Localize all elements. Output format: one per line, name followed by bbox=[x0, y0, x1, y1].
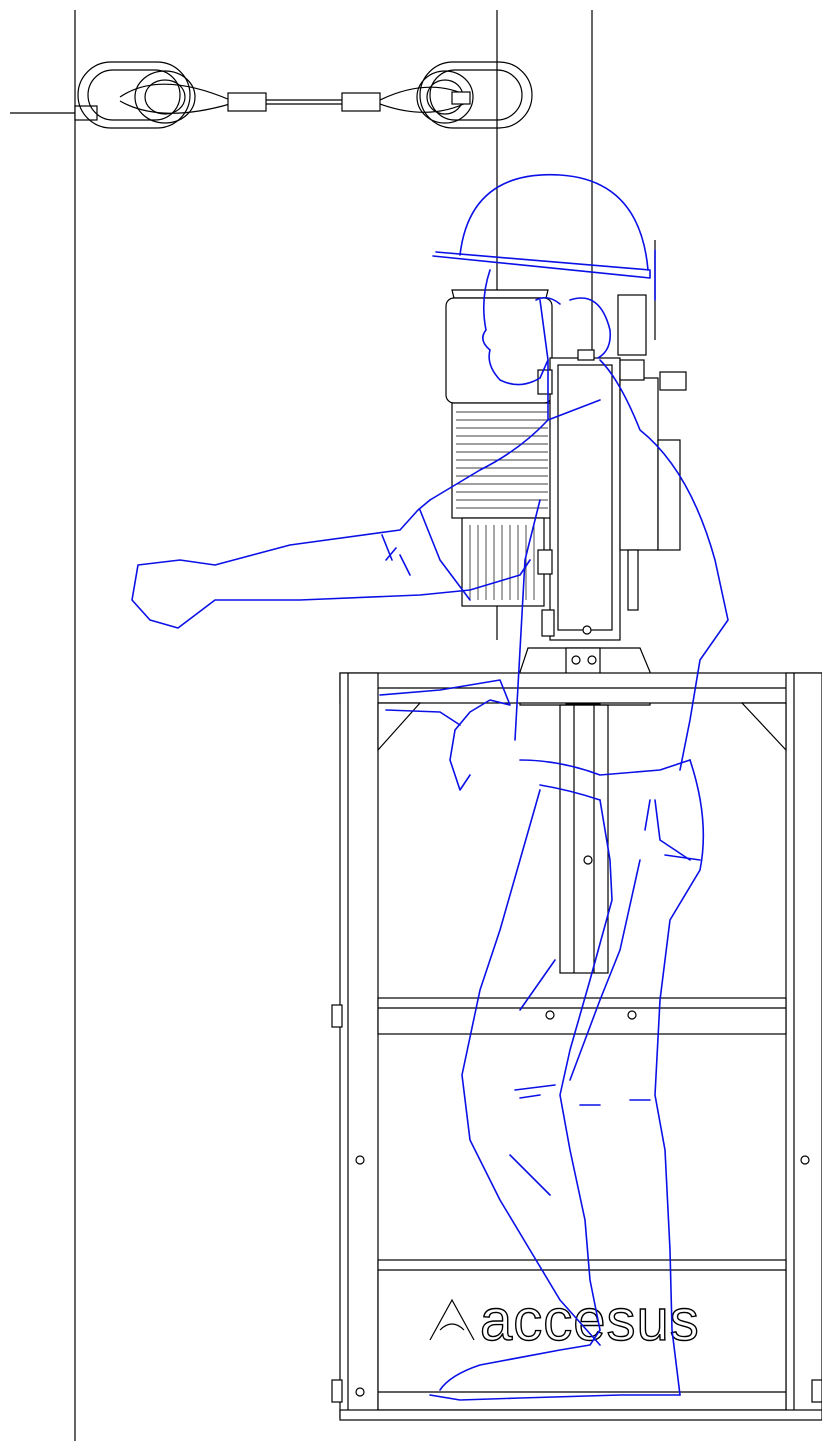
accesus-logo: accesus bbox=[429, 1287, 700, 1354]
worker-figure bbox=[131, 173, 729, 1401]
head bbox=[482, 269, 549, 386]
hoist-motor bbox=[445, 289, 553, 607]
front-leg bbox=[559, 799, 613, 1331]
arm bbox=[131, 499, 531, 629]
torso bbox=[429, 359, 729, 771]
logo-mark bbox=[429, 1298, 475, 1341]
helmet bbox=[459, 173, 649, 271]
platform-frame bbox=[331, 672, 822, 1421]
logo-text: accesus bbox=[480, 1288, 700, 1353]
wire-rope-sling bbox=[10, 61, 533, 129]
rear-leg bbox=[654, 759, 705, 1396]
feet bbox=[429, 1329, 681, 1401]
